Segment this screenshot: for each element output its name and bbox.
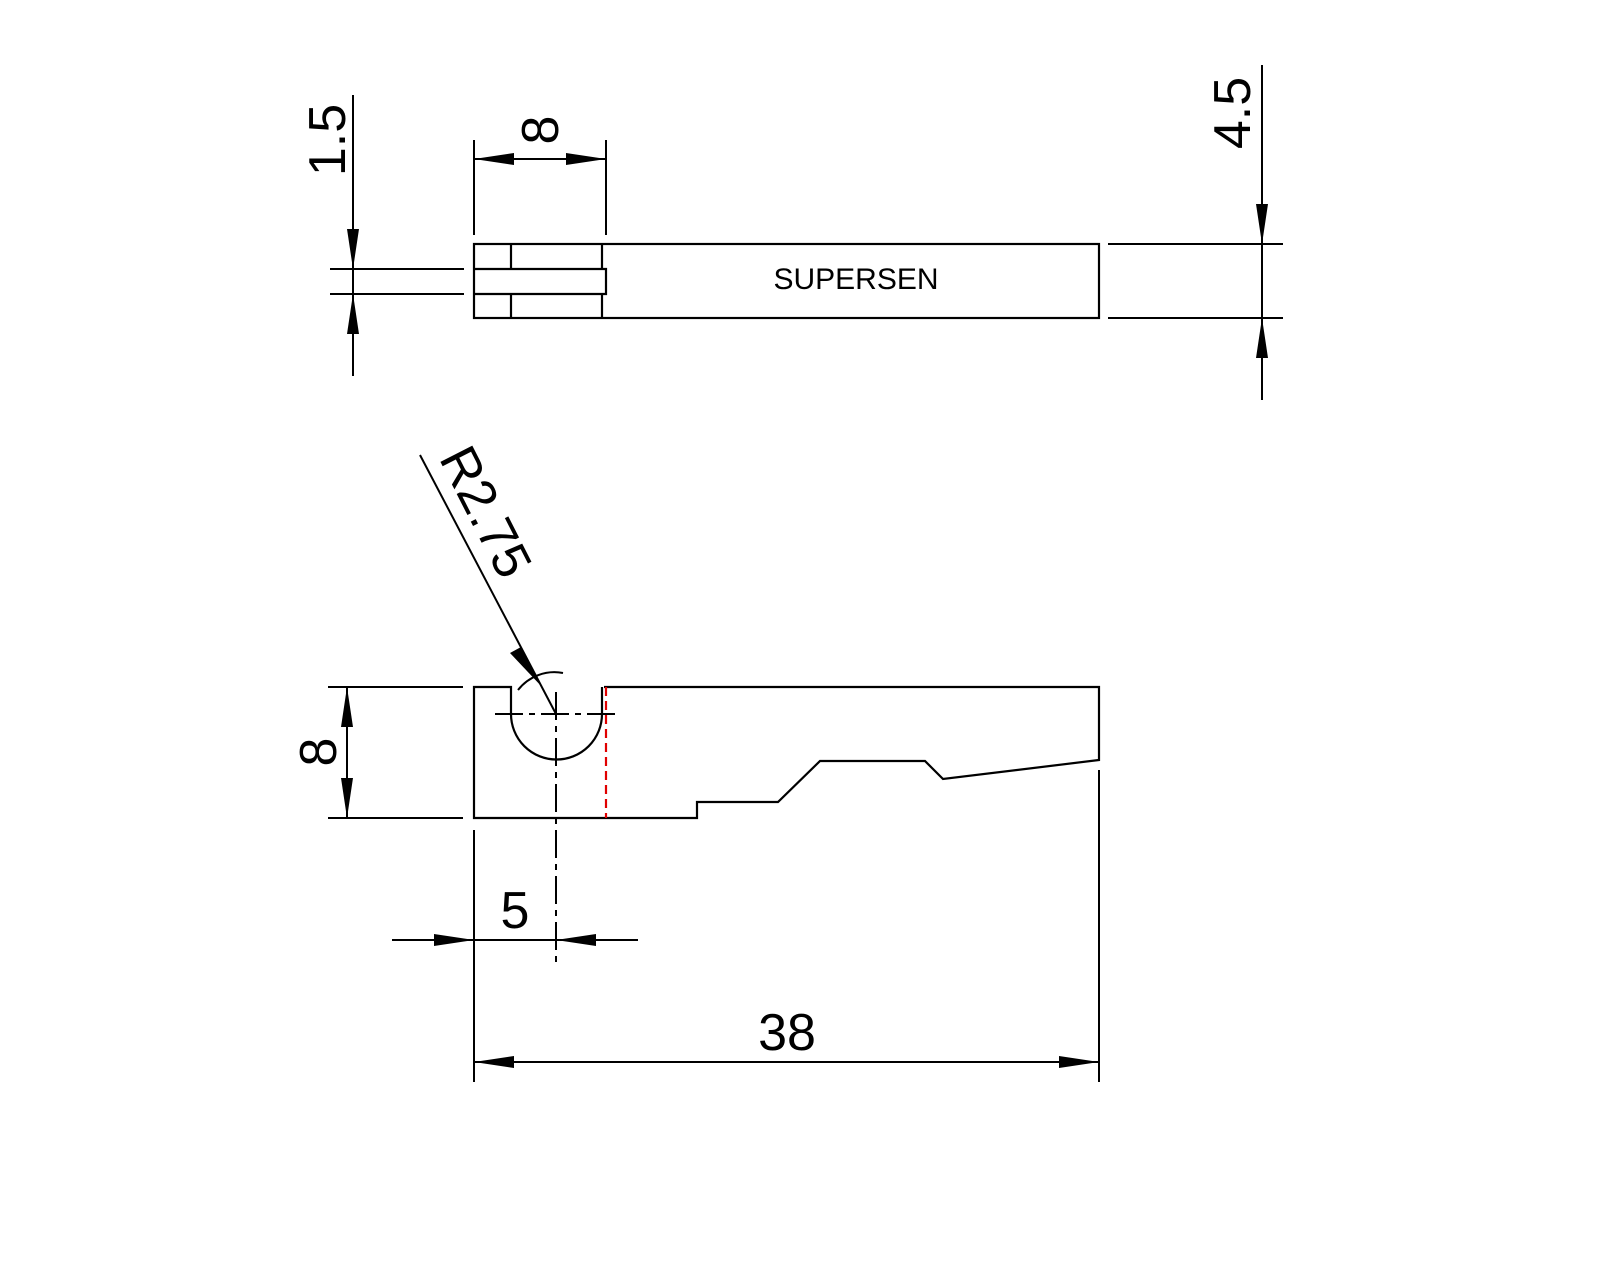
arrow-left-icon [474,1056,514,1068]
arrow-right-icon [1059,1056,1099,1068]
arrow-down-icon [1256,204,1268,244]
arrow-right-icon [566,153,606,165]
front-view-profile [472,685,1101,820]
arrow-right-icon [434,934,474,946]
dimension-hole-offset: 5 [392,830,638,1082]
arrow-up-icon [1256,318,1268,358]
dimension-label: 8 [290,738,348,767]
dimension-label: 8 [512,116,570,145]
radius-arc-extension [517,671,564,691]
dimension-top-slot-length: 8 [473,116,607,235]
top-view-step-lines [509,244,604,318]
arrow-up-icon [347,294,359,334]
top-view-slot [474,267,608,296]
dimension-overall-length: 38 [474,770,1100,1082]
dimension-height: 8 [290,686,463,819]
arrow-left-icon [556,934,596,946]
arrow-up-icon [341,687,353,727]
dimension-label: 38 [758,1004,816,1062]
dimension-label: 1.5 [299,104,357,176]
dimension-radius: R2.75 [419,437,557,715]
front-view [472,671,1101,962]
dimension-label: R2.75 [428,437,543,587]
arrow-icon [510,647,543,688]
engraving-text: SUPERSEN [773,263,938,296]
arrow-down-icon [347,229,359,269]
top-view: SUPERSEN [472,242,1101,320]
dimension-label: 4.5 [1204,77,1262,149]
dimension-slot-width: 1.5 [299,95,464,376]
arrow-down-icon [341,778,353,818]
dimension-thickness: 4.5 [1108,65,1283,400]
dimension-label: 5 [501,882,530,940]
top-view-body [472,242,1101,320]
arrow-left-icon [474,153,514,165]
hole-centerlines [495,692,620,962]
